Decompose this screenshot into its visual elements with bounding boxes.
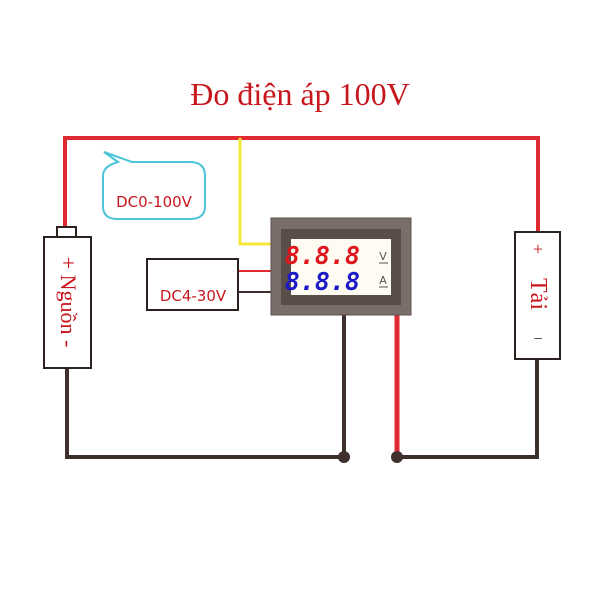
- svg-text:+ Nguồn -: + Nguồn -: [56, 257, 81, 348]
- negative-wire-source: [65, 315, 346, 459]
- range-callout: DC0-100V: [102, 151, 206, 220]
- callout-text: DC0-100V: [116, 193, 193, 211]
- aux-supply-box: DC4-30V: [146, 258, 239, 311]
- junction-dot-left: [338, 451, 350, 463]
- source-minus-sign: -: [56, 340, 81, 347]
- current-unit: A: [379, 274, 387, 287]
- load-label: Tải: [525, 278, 551, 310]
- voltage-unit: V: [379, 250, 387, 263]
- source-label: Nguồn: [56, 275, 81, 335]
- callout-bubble: [102, 151, 206, 220]
- positive-wire-top: [63, 136, 540, 232]
- current-display: 8.8.8: [285, 267, 360, 296]
- load-box: + Tải −: [514, 231, 561, 360]
- load-plus-sign: +: [533, 239, 543, 259]
- source-battery: + Nguồn -: [43, 226, 92, 369]
- diagram-title: Đo điện áp 100V: [190, 76, 410, 112]
- negative-wire-load: [397, 360, 539, 459]
- load-minus-sign: −: [533, 331, 542, 348]
- source-plus-sign: +: [56, 257, 81, 269]
- aux-supply-label: DC4-30V: [160, 287, 227, 305]
- volt-amp-meter: 8.8.8 V 8.8.8 A: [270, 217, 412, 316]
- voltage-display: 8.8.8: [285, 241, 360, 270]
- junction-dot-right: [391, 451, 403, 463]
- sense-wire: [238, 138, 272, 246]
